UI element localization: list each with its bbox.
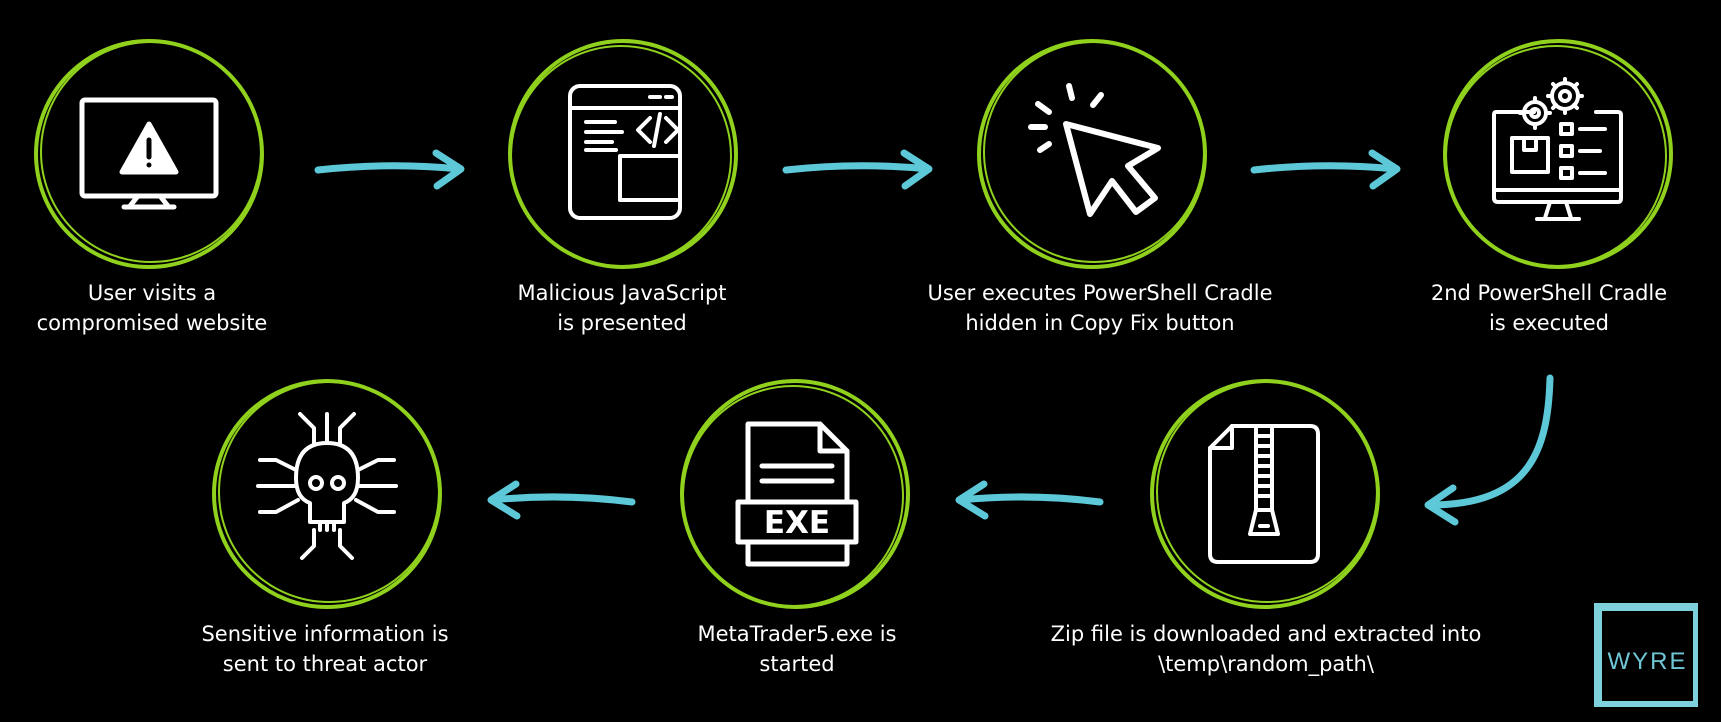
code-window-icon [568,84,682,220]
arrow-5-to-6 [955,480,1104,520]
step-1-caption-line-1: User visits a [87,281,217,305]
arrow-4-to-5 [1424,374,1554,526]
step-6-caption-line-1: MetaTrader5.exe is [697,622,897,646]
zip-file-icon [1208,424,1320,564]
ring-step-1 [34,39,264,269]
wyre-logo-text: WYRE [1607,648,1688,675]
skull-circuit-icon [256,412,398,560]
step-7-caption-line-2: sent to threat actor [222,652,428,676]
step-7-caption-line-1: Sensitive information is [201,622,449,646]
step-4-caption-line-1: 2nd PowerShell Cradle [1430,281,1668,305]
exe-file-icon: EXE [735,421,859,567]
arrow-3-to-4 [1250,149,1401,190]
cursor-click-icon [1028,83,1161,217]
monitor-gears-icon [1492,77,1623,221]
step-6-caption-line-2: started [759,652,835,676]
ring-step-5 [1150,379,1380,609]
step-1-caption-line-2: compromised website [36,311,268,335]
step-7-caption: Sensitive information is sent to threat … [115,619,535,679]
arrow-2-to-3 [782,149,933,190]
wyre-logo: WYRE [1594,603,1698,707]
step-5-caption: Zip file is downloaded and extracted int… [1016,619,1516,679]
step-2-caption-line-1: Malicious JavaScript [517,281,727,305]
step-1-caption: User visits a compromised website [0,278,362,338]
ring-step-4 [1443,39,1673,269]
arrow-1-to-2 [314,149,465,190]
monitor-warning-icon [79,97,219,210]
step-3-caption-line-2: hidden in Copy Fix button [965,311,1235,335]
step-5-caption-line-2: \temp\random_path\ [1158,652,1374,676]
step-3-caption: User executes PowerShell Cradle hidden i… [890,278,1310,338]
step-5-caption-line-1: Zip file is downloaded and extracted int… [1050,622,1482,646]
step-3-caption-line-1: User executes PowerShell Cradle [927,281,1273,305]
step-4-caption: 2nd PowerShell Cradle is executed [1339,278,1721,338]
step-6-caption: MetaTrader5.exe is started [587,619,1007,679]
ring-step-3 [977,39,1207,269]
step-2-caption-line-2: is presented [557,311,687,335]
step-4-caption-line-2: is executed [1488,311,1610,335]
ring-step-6 [680,379,910,609]
exe-label: EXE [764,505,830,541]
step-2-caption: Malicious JavaScript is presented [412,278,832,338]
ring-step-2 [508,39,738,269]
arrow-6-to-7 [487,480,636,520]
ring-step-7 [212,379,442,609]
